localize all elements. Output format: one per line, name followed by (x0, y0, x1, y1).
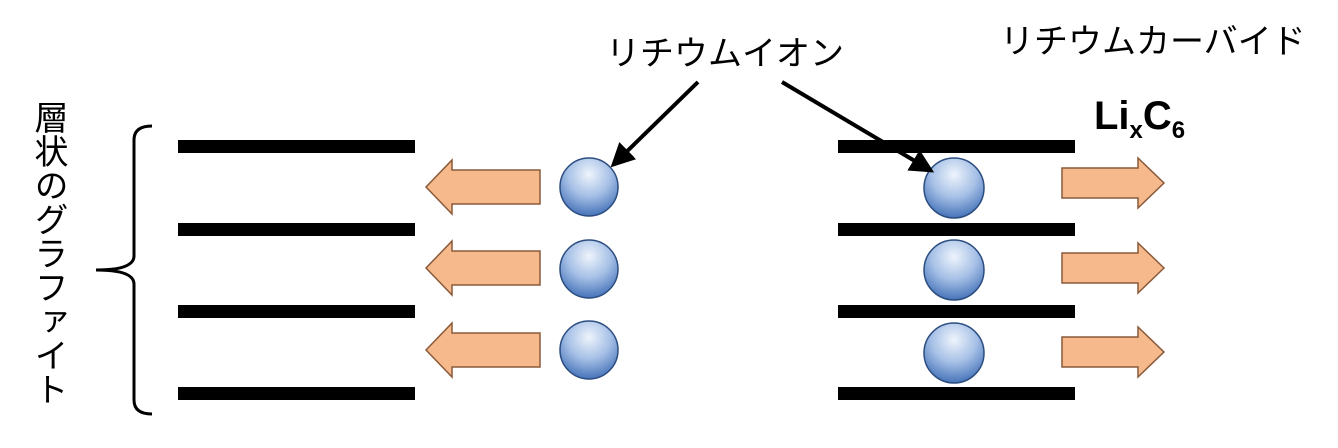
intercalation-arrow-3 (1061, 325, 1166, 379)
formula-subscript-x: x (1129, 117, 1143, 144)
graphite-bracket (95, 124, 153, 416)
deintercalation-arrow-3 (424, 321, 541, 379)
lithium-ion-free-3 (559, 320, 619, 380)
pointer-arrow-to-intercalated-ion (780, 80, 935, 173)
graphite-layer-right-4 (838, 387, 1075, 400)
lithium-ion-label: リチウムイオン (606, 34, 844, 74)
graphite-layer-right-3 (838, 305, 1075, 318)
graphite-layer-left-2 (178, 223, 415, 236)
formula-subscript-6: 6 (1171, 117, 1186, 144)
deintercalation-arrow-1 (424, 158, 541, 216)
formula-li: Li (1094, 94, 1130, 138)
lithium-ion-intercalated-1 (923, 157, 985, 219)
layered-graphite-label: 層状のグラファイト (28, 100, 68, 406)
pointer-arrow-to-free-ion (610, 80, 700, 168)
lithium-ion-free-1 (559, 157, 619, 217)
graphite-layer-right-2 (838, 223, 1075, 236)
graphite-layer-right-1 (838, 140, 1075, 153)
graphite-layer-left-1 (178, 140, 415, 153)
lithium-carbide-label: リチウムカーバイド (1000, 22, 1306, 62)
graphite-layer-left-4 (178, 387, 415, 400)
intercalation-arrow-1 (1061, 156, 1166, 210)
graphite-layer-left-3 (178, 305, 415, 318)
chemical-formula: LixC6 (1094, 94, 1185, 145)
formula-c: C (1142, 94, 1172, 138)
intercalation-arrow-2 (1061, 241, 1166, 295)
lithium-ion-free-2 (559, 239, 619, 299)
lithium-ion-intercalated-3 (923, 322, 985, 384)
lithium-ion-intercalated-2 (923, 239, 985, 301)
deintercalation-arrow-2 (424, 239, 541, 297)
